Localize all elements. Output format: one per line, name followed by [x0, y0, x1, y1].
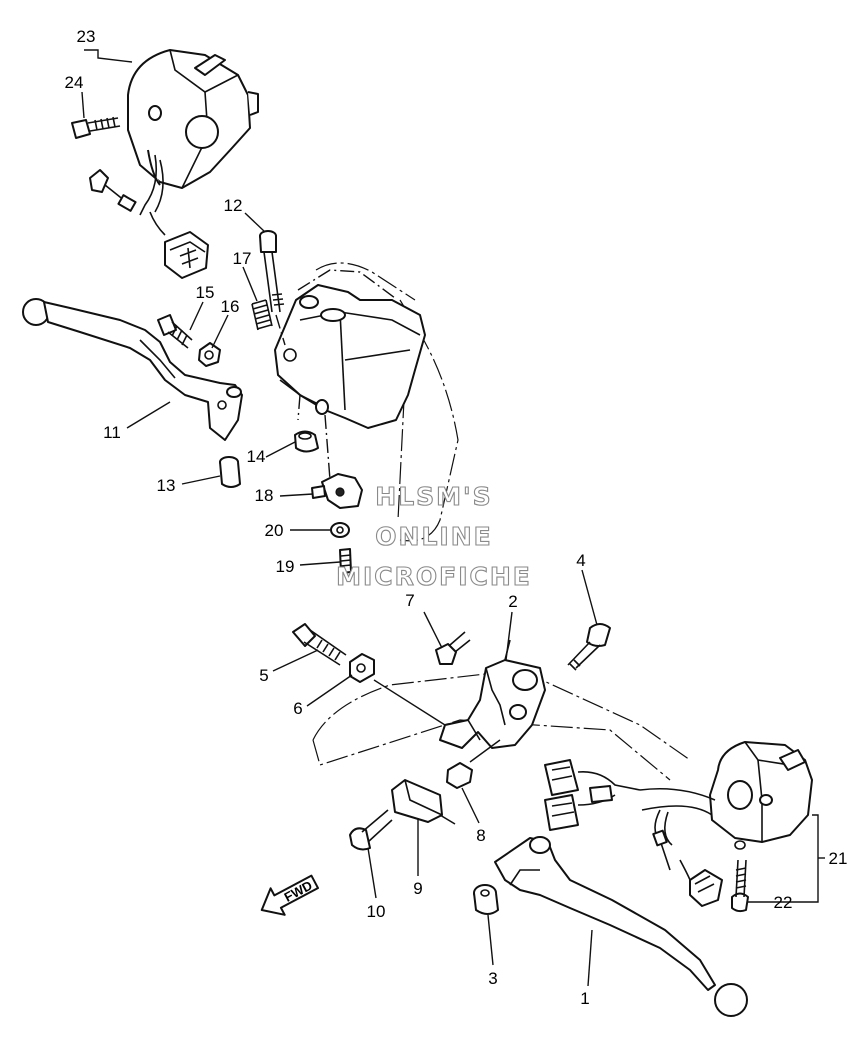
clutch-switch-9: [391, 779, 456, 825]
callout-13: 13: [157, 476, 176, 495]
nut-16: [198, 342, 221, 367]
nut-8: [446, 739, 501, 789]
bushing-13: [219, 456, 241, 488]
watermark: HLSM'S ONLINE MICROFICHE: [336, 481, 532, 591]
callout-18: 18: [255, 486, 274, 505]
master-cylinder: [274, 269, 426, 429]
callout-4: 4: [576, 551, 585, 570]
brake-lever-11: [22, 298, 243, 441]
callout-5: 5: [259, 666, 268, 685]
right-switch-housing: [544, 741, 813, 913]
callout-12: 12: [224, 196, 243, 215]
callout-14: 14: [247, 447, 266, 466]
collar-14: [294, 430, 319, 453]
watermark-line-1: HLSM'S: [375, 482, 492, 511]
callout-17: 17: [233, 249, 252, 268]
clutch-lever-holder-2: [439, 639, 546, 749]
callout-16: 16: [221, 297, 240, 316]
callout-3: 3: [488, 969, 497, 988]
callout-21: 21: [829, 849, 848, 868]
nut-6: [349, 653, 446, 726]
callout-23: 23: [77, 27, 96, 46]
screw-10: [349, 809, 393, 851]
fwd-label: FWD: [282, 878, 315, 905]
spring-17: [251, 299, 273, 331]
forward-arrow-icon: FWD: [260, 874, 320, 916]
callout-15: 15: [196, 283, 215, 302]
callout-7: 7: [405, 591, 414, 610]
watermark-line-2: ONLINE: [375, 522, 492, 551]
callout-22: 22: [774, 893, 793, 912]
bolt-7: [435, 631, 471, 665]
callout-1: 1: [580, 989, 589, 1008]
callout-10: 10: [367, 902, 386, 921]
watermark-line-3: MICROFICHE: [336, 562, 532, 591]
bolt-12: [259, 230, 286, 346]
brake-switch-18: [311, 414, 363, 509]
bolt-4: [567, 623, 611, 671]
callout-2: 2: [508, 592, 517, 611]
callout-24: 24: [65, 73, 84, 92]
bolt-5: [292, 623, 347, 666]
screw-19: [339, 548, 352, 574]
clutch-lever-1: [494, 836, 748, 1017]
callout-19: 19: [276, 557, 295, 576]
leader-lines: [81, 49, 825, 987]
callout-labels: 23 24 12 17 15 16 11 14 13 18 20 19 4 7 …: [65, 27, 848, 1008]
callout-11: 11: [103, 423, 121, 442]
callout-6: 6: [293, 699, 302, 718]
bolt-15: [157, 314, 193, 349]
left-switch-housing: [71, 49, 259, 279]
callout-8: 8: [476, 826, 485, 845]
collar-3: [473, 884, 499, 915]
callout-20: 20: [265, 521, 284, 540]
washer-20: [330, 522, 350, 538]
callout-9: 9: [413, 879, 422, 898]
